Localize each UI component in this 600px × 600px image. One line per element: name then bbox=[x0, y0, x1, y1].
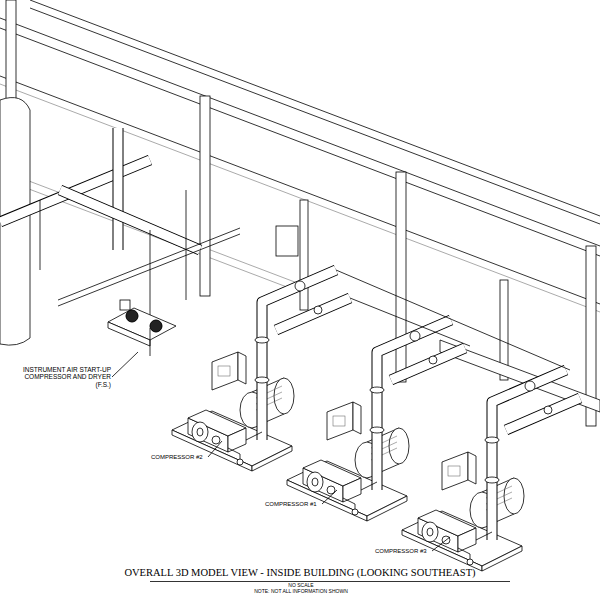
general-note: NOTE: NOT ALL INFORMATION SHOWN bbox=[0, 589, 600, 595]
drawing-title: OVERALL 3D MODEL VIEW - INSIDE BUILDING … bbox=[0, 567, 600, 578]
callout-label: COMPRESSOR #2 bbox=[150, 454, 204, 461]
scale-note: NO SCALE bbox=[0, 583, 600, 589]
callout-label: COMPRESSOR #3 bbox=[374, 548, 428, 555]
equipment-label: INSTRUMENT AIR START-UP COMPRESSOR AND D… bbox=[20, 366, 112, 388]
callout-label: COMPRESSOR #1 bbox=[264, 501, 318, 508]
